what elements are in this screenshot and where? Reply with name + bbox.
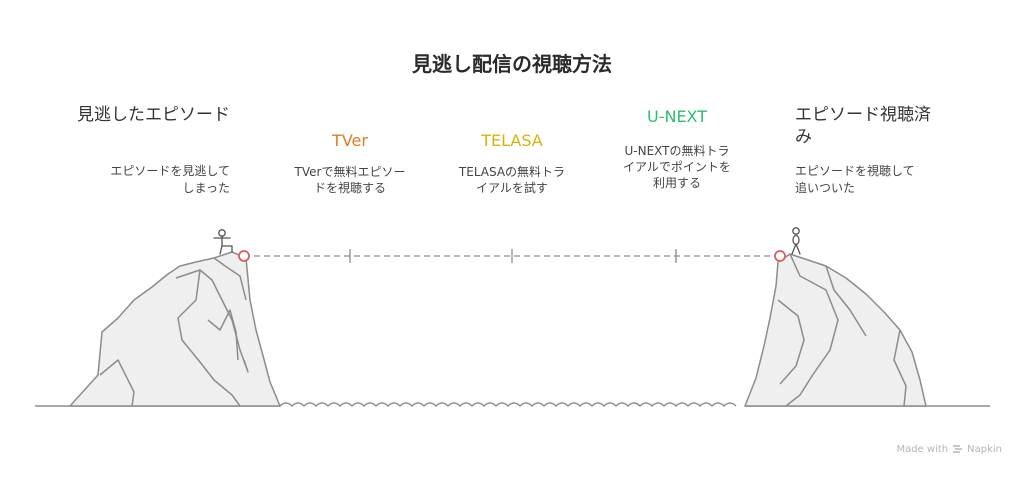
step-unext-title: U-NEXT (646, 107, 707, 126)
end-description: エピソードを視聴して 追いついた (795, 163, 965, 197)
watermark-prefix: Made with (896, 444, 949, 455)
sitting-person-icon (213, 229, 233, 255)
step-telasa-title: TELASA (481, 131, 543, 150)
start-description: エピソードを見逃して しまった (60, 163, 230, 197)
end-desc-line2: 追いついた (795, 181, 856, 195)
end-heading-line1: エピソード視聴済 (795, 105, 931, 125)
step-telasa-desc-line2: イアルを試す (476, 181, 548, 195)
step-telasa-description: TELASAの無料トラ イアルを試す (427, 164, 597, 196)
step-unext-description: U-NEXTの無料トラ イアルでポイントを 利用する (592, 143, 762, 191)
napkin-watermark: Made with Napkin (896, 444, 1002, 455)
end-heading-line2: み (795, 127, 812, 147)
start-marker-icon (238, 250, 250, 262)
start-heading: 見逃したエピソード (60, 104, 230, 126)
start-desc-line2: しまった (182, 181, 230, 195)
left-cliff (69, 251, 281, 407)
step-tver-desc-line1: TVerで無料エピソー (294, 165, 406, 179)
end-heading: エピソード視聴済 み (795, 104, 965, 148)
step-unext-desc-line3: 利用する (652, 176, 701, 190)
end-marker-icon (774, 250, 786, 262)
right-cliff (744, 253, 927, 407)
step-tver-description: TVerで無料エピソー ドを視聴する (265, 164, 435, 196)
watermark-brand: Napkin (967, 444, 1002, 455)
diagram-title: 見逃し配信の視聴方法 (412, 52, 612, 76)
step-tver-title: TVer (332, 131, 368, 150)
step-unext-desc-line2: イアルでポイントを (623, 160, 731, 174)
step-tver-desc-line2: ドを視聴する (313, 181, 386, 195)
water-waves (279, 402, 737, 408)
napkin-logo-icon (953, 445, 963, 453)
step-telasa-desc-line1: TELASAの無料トラ (458, 165, 566, 179)
step-unext-desc-line1: U-NEXTの無料トラ (624, 144, 730, 158)
start-heading-text: 見逃したエピソード (77, 105, 230, 125)
start-desc-line1: エピソードを見逃して (110, 164, 230, 178)
standing-person-icon (791, 227, 801, 255)
end-desc-line1: エピソードを視聴して (795, 164, 915, 178)
